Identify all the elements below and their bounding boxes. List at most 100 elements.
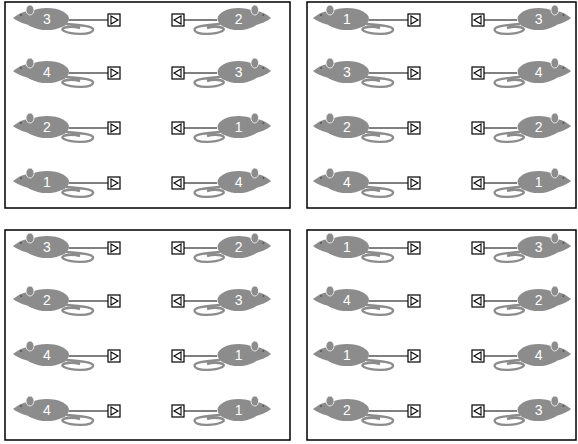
mouse-number: 4 — [43, 403, 51, 417]
arrow-symbol — [474, 297, 481, 305]
tether-line — [69, 411, 108, 412]
mouse-tail — [362, 305, 393, 315]
mouse-head — [313, 401, 338, 418]
tether-line — [484, 183, 517, 184]
tether-line — [69, 248, 108, 249]
mouse-eye — [262, 405, 264, 407]
mouse-number: 3 — [535, 12, 543, 26]
mouse-figure — [495, 58, 571, 87]
mouse-eye — [20, 177, 22, 179]
mouse-ear — [326, 396, 334, 406]
mouse: 4 — [486, 57, 572, 89]
mouse-eye — [20, 405, 22, 407]
mouse-ear — [26, 286, 34, 296]
tether-line — [184, 411, 217, 412]
mouse-figure — [13, 5, 93, 34]
mouse-figure — [13, 233, 93, 262]
lever-box — [408, 14, 420, 26]
mouse-figure — [313, 396, 393, 425]
mouse-ear — [326, 58, 334, 68]
mouse-number: 4 — [43, 65, 51, 79]
mouse-ear — [326, 113, 334, 123]
arrow-symbol — [111, 16, 118, 24]
mouse-ear — [551, 58, 559, 68]
mouse-eye — [20, 350, 22, 352]
mouse-figure — [495, 113, 571, 142]
lever-box — [108, 14, 120, 26]
mouse-eye — [562, 405, 564, 407]
mouse-tail — [495, 132, 524, 142]
mouse-number: 1 — [235, 403, 243, 417]
mouse-head — [13, 238, 38, 255]
mouse-shape — [486, 57, 572, 89]
mouse-figure — [313, 286, 393, 315]
mouse-ear — [551, 113, 559, 123]
mouse-figure — [495, 5, 571, 34]
mouse-number: 3 — [43, 12, 51, 26]
mouse-ear — [251, 286, 259, 296]
mouse-number: 3 — [343, 65, 351, 79]
mouse-head — [13, 291, 38, 308]
mouse: 4 — [486, 340, 572, 372]
mouse-ear — [251, 396, 259, 406]
mouse-shape — [312, 340, 402, 372]
arrow-symbol — [174, 124, 181, 132]
mouse-eye — [562, 242, 564, 244]
mouse-head — [547, 10, 571, 27]
mouse-tail — [195, 305, 224, 315]
mouse-shape — [486, 395, 572, 427]
lever-box — [472, 122, 484, 134]
lever-box — [108, 242, 120, 254]
mouse-head — [247, 10, 271, 27]
mouse-eye — [262, 242, 264, 244]
mouse-head — [547, 346, 571, 363]
lever-box — [408, 405, 420, 417]
tether-line — [484, 301, 517, 302]
lever-box — [408, 67, 420, 79]
cage-panel — [5, 2, 290, 208]
mouse: 2 — [12, 285, 102, 317]
mouse-tail — [62, 360, 93, 370]
arrow-symbol — [411, 69, 418, 77]
arrow-symbol — [411, 16, 418, 24]
tether-line — [184, 356, 217, 357]
mouse-tail — [62, 252, 93, 262]
tether-line — [69, 128, 108, 129]
mouse-ear — [326, 168, 334, 178]
tether-line — [369, 248, 408, 249]
mouse-shape — [486, 232, 572, 264]
mouse-figure — [13, 58, 93, 87]
mouse-figure — [313, 58, 393, 87]
mouse-ear — [551, 5, 559, 15]
mouse-tail — [195, 415, 224, 425]
mouse-shape — [186, 112, 272, 144]
mouse: 4 — [186, 167, 272, 199]
mouse-eye — [320, 295, 322, 297]
mouse-ear — [326, 341, 334, 351]
arrow-symbol — [474, 179, 481, 187]
arrow-symbol — [111, 179, 118, 187]
tether-line — [184, 20, 217, 21]
mouse-ear — [551, 396, 559, 406]
mouse-eye — [262, 14, 264, 16]
mouse-eye — [262, 350, 264, 352]
tether-line — [484, 356, 517, 357]
tether-line — [184, 248, 217, 249]
mouse-head — [547, 291, 571, 308]
mouse-ear — [551, 233, 559, 243]
mouse-shape — [186, 57, 272, 89]
arrow-symbol — [174, 297, 181, 305]
lever-box — [172, 405, 184, 417]
mouse: 4 — [312, 167, 402, 199]
mouse: 3 — [312, 57, 402, 89]
mouse-eye — [320, 122, 322, 124]
arrow-symbol — [474, 69, 481, 77]
mouse-tail — [195, 187, 224, 197]
mouse-eye — [262, 67, 264, 69]
lever-box — [408, 122, 420, 134]
arrow-symbol — [411, 407, 418, 415]
mouse-eye — [562, 350, 564, 352]
lever-box — [172, 350, 184, 362]
mouse-number: 4 — [235, 175, 243, 189]
